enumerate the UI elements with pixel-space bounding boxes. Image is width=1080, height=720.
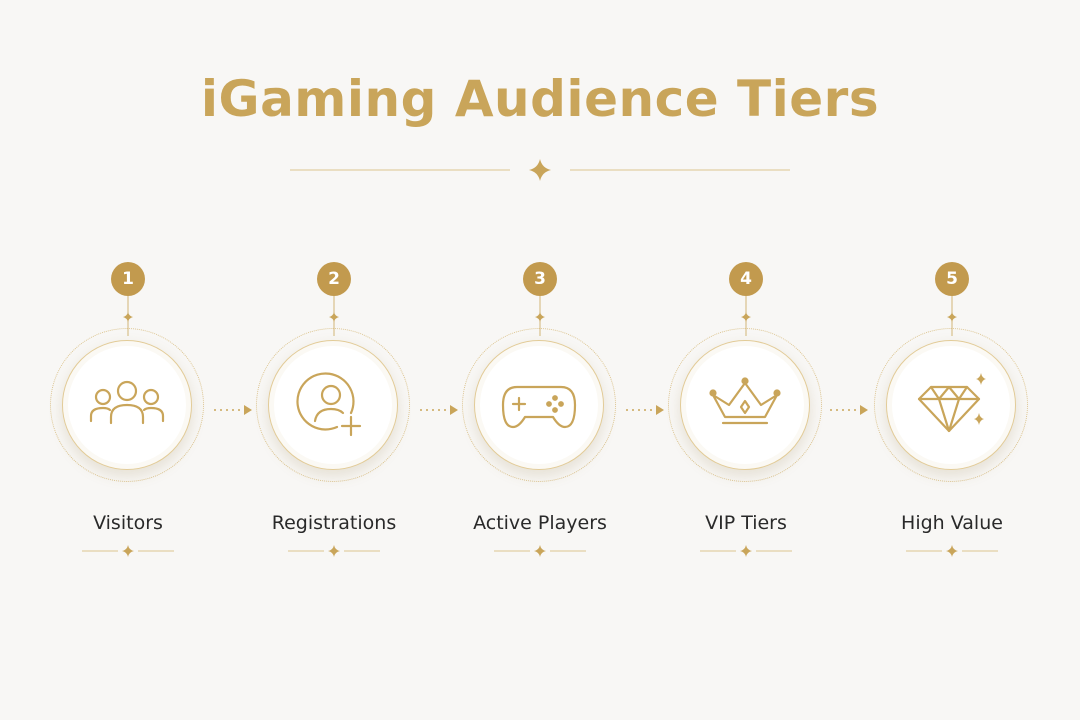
- step-badge: 2: [317, 262, 351, 296]
- tier-label: Visitors: [93, 512, 163, 534]
- page-title: iGaming Audience Tiers: [200, 70, 880, 128]
- icon-disc: [268, 340, 398, 470]
- flow-arrow: [214, 405, 252, 415]
- tier-registrations: 2 Registrations: [254, 262, 414, 562]
- title-divider: [290, 159, 790, 181]
- tier-label: Active Players: [473, 512, 607, 534]
- outer-ring: [50, 328, 204, 482]
- diamond-icon: [917, 373, 986, 433]
- outer-ring: [668, 328, 822, 482]
- step-badge: 3: [523, 262, 557, 296]
- tier-visitors: 1 Visitors: [48, 262, 208, 562]
- tier-vip: 4 VIP Tiers: [666, 262, 826, 562]
- flow-arrow: [420, 405, 458, 415]
- user-add-icon: [296, 372, 362, 437]
- outer-ring: [874, 328, 1028, 482]
- step-badge: 4: [729, 262, 763, 296]
- flow-arrow: [626, 405, 664, 415]
- step-badge: 5: [935, 262, 969, 296]
- label-divider: [494, 545, 586, 557]
- label-divider: [288, 545, 380, 557]
- users-group-icon: [89, 380, 165, 425]
- icon-disc: [680, 340, 810, 470]
- tier-label: VIP Tiers: [705, 512, 787, 534]
- icon-disc: [474, 340, 604, 470]
- step-badge: 1: [111, 262, 145, 296]
- icon-disc: [886, 340, 1016, 470]
- flow-arrow: [830, 405, 868, 415]
- label-divider: [906, 545, 998, 557]
- tier-high-value: 5 High Value: [872, 262, 1032, 562]
- crown-icon: [709, 377, 781, 425]
- label-divider: [82, 545, 174, 557]
- tier-active-players: 3 Active Players: [460, 262, 620, 562]
- tier-label: High Value: [901, 512, 1003, 534]
- outer-ring: [256, 328, 410, 482]
- tier-label: Registrations: [271, 512, 397, 534]
- gamepad-icon: [501, 385, 577, 429]
- label-divider: [700, 545, 792, 557]
- outer-ring: [462, 328, 616, 482]
